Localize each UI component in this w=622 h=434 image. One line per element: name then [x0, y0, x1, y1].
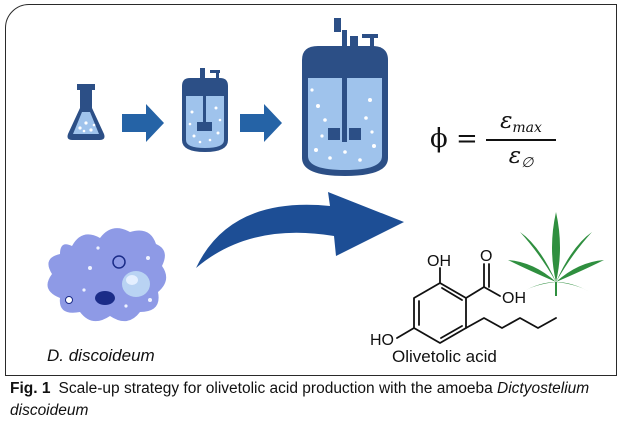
equation-lhs: ϕ = [430, 124, 478, 154]
numerator-subscript: max [512, 120, 542, 136]
product-label: Olivetolic acid [392, 347, 497, 366]
caption-species: Dictyostelium discoideum [10, 380, 590, 419]
cannabis-leaf-icon [508, 212, 604, 296]
small-bioreactor-icon [182, 68, 228, 152]
carbonyl-oxygen-label: O [480, 248, 492, 265]
equation-fraction: εmax ε∅ [486, 108, 556, 171]
organism-label: D. discoideum [47, 346, 155, 365]
equation-denominator: ε∅ [486, 143, 556, 171]
olivetolic-acid-structure [396, 263, 557, 344]
large-bioreactor-icon [302, 18, 388, 176]
caption-text: Scale-up strategy for olivetolic acid pr… [58, 380, 498, 397]
equation-numerator: εmax [486, 108, 556, 136]
numerator-symbol: ε [500, 108, 513, 134]
curved-arrow-icon [196, 192, 404, 268]
figure-number: Fig. 1 [10, 380, 51, 397]
phi-equation: ϕ = εmax ε∅ [430, 108, 570, 178]
arrow-right-icon [122, 104, 164, 142]
amoeba-icon [47, 228, 167, 322]
denominator-symbol: ε [508, 142, 522, 169]
fraction-bar [486, 139, 556, 141]
denominator-subscript: ∅ [521, 154, 534, 171]
figure-caption: Fig. 1 Scale-up strategy for olivetolic a… [10, 378, 610, 422]
flask-icon [67, 84, 105, 140]
hydroxyl-bottom-label: HO [370, 332, 394, 349]
hydroxyl-top-label: OH [427, 253, 451, 270]
arrow-right-icon [240, 104, 282, 142]
acid-hydroxyl-label: OH [502, 290, 526, 307]
